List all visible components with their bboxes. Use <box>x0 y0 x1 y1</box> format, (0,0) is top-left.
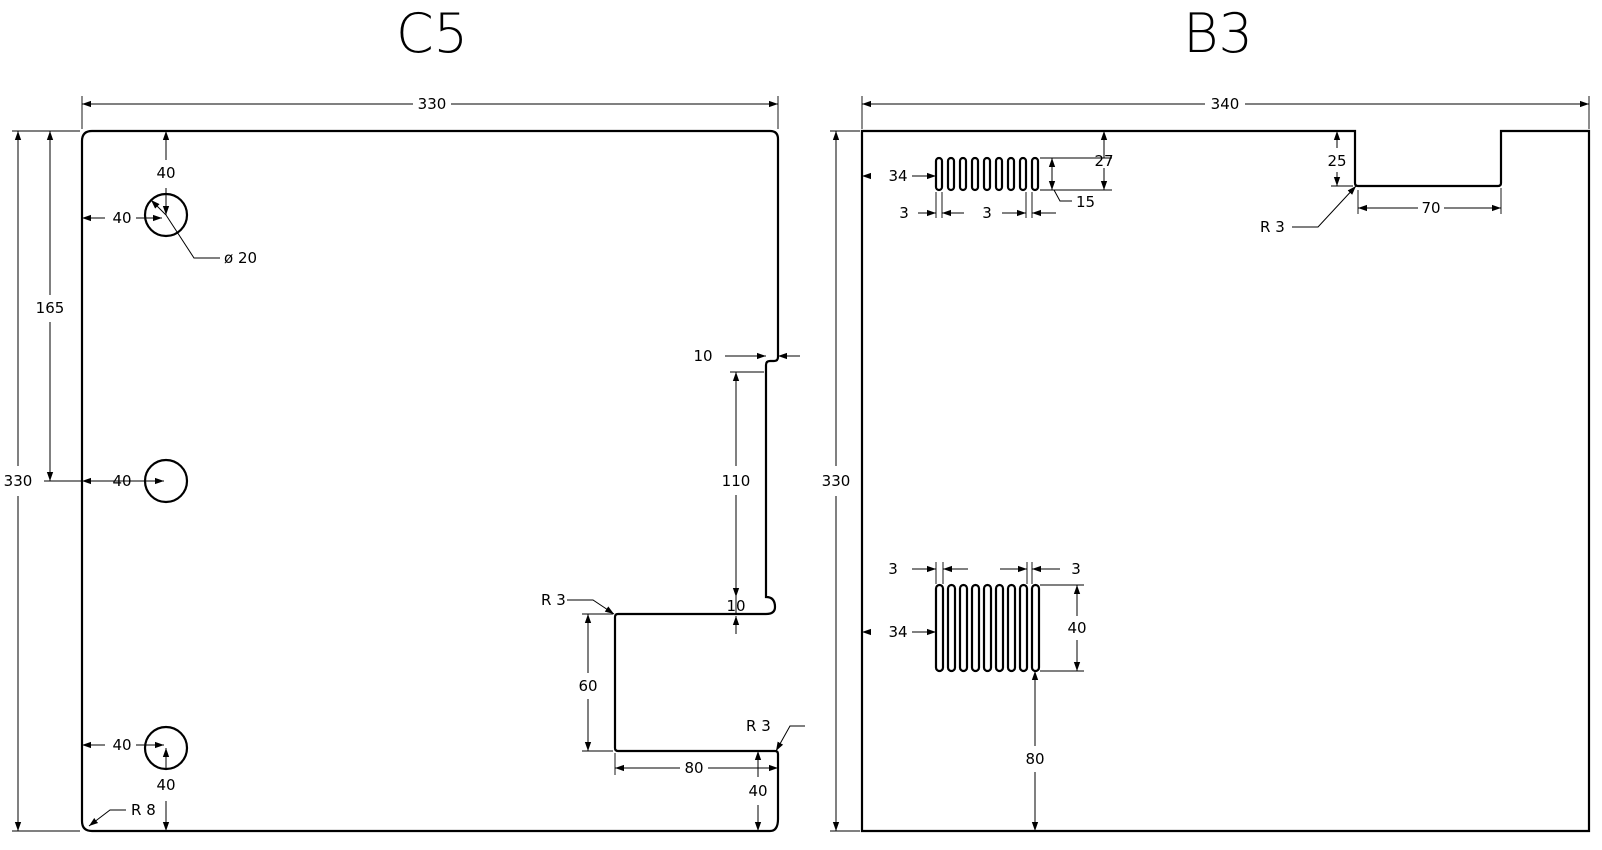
b3-dim-vent-top-x: 34 <box>888 167 907 185</box>
b3-dim-width: 340 <box>1211 95 1240 113</box>
c5-dim-corner-radius: R 8 <box>131 801 156 819</box>
c5-part-outline <box>80 129 780 833</box>
b3-dim-notch-depth: 25 <box>1327 152 1346 170</box>
c5-dim-notch-height: 60 <box>578 677 597 695</box>
b3-dim-vent-top-gap: 3 <box>982 204 992 222</box>
b3-dim-vent-bottom-slot: 3 <box>888 560 898 578</box>
c5-dim-step-height: 10 <box>726 597 745 615</box>
b3-dim-vent-bottom-len: 40 <box>1067 619 1086 637</box>
b3-part-outline <box>860 129 1591 833</box>
view-title-c5: C5 <box>396 2 468 65</box>
c5-dim-notch-radius-bottom: R 3 <box>746 717 771 735</box>
c5-dim-height: 330 <box>4 472 33 490</box>
b3-dim-notch-radius: R 3 <box>1260 218 1285 236</box>
c5-dim-bottom-hole-y: 40 <box>156 776 175 794</box>
c5-dim-hole-diameter: ø 20 <box>224 249 257 267</box>
b3-dim-vent-bottom-gap: 3 <box>1071 560 1081 578</box>
c5-dim-mid-hole-x: 40 <box>112 472 131 490</box>
c5-dim-notch-bottom: 40 <box>748 782 767 800</box>
b3-dim-height: 330 <box>822 472 851 490</box>
b3-dim-vent-bottom-y: 80 <box>1025 750 1044 768</box>
c5-dim-top-hole-x: 40 <box>112 209 131 227</box>
b3-vent-bottom <box>934 583 1041 673</box>
c5-dim-bottom-hole-x: 40 <box>112 736 131 754</box>
b3-vent-top <box>934 156 1040 192</box>
c5-dim-step-depth: 10 <box>693 347 712 365</box>
c5-dim-top-hole-y: 40 <box>156 164 175 182</box>
c5-dim-notch-width: 80 <box>684 759 703 777</box>
c5-dim-hole-offset: 165 <box>36 299 65 317</box>
b3-dim-vent-top-y: 27 <box>1094 152 1113 170</box>
c5-dim-width: 330 <box>418 95 447 113</box>
b3-dim-notch-width: 70 <box>1421 199 1440 217</box>
c5-dim-slot-length: 110 <box>722 472 751 490</box>
view-c5: C5 330 330 165 40 40 ø <box>4 2 805 833</box>
b3-dim-vent-bottom-x: 34 <box>888 623 907 641</box>
b3-dim-vent-top-slot: 3 <box>899 204 909 222</box>
c5-dim-notch-radius-top: R 3 <box>541 591 566 609</box>
view-title-b3: B3 <box>1183 2 1253 65</box>
b3-dim-vent-top-len: 15 <box>1076 193 1095 211</box>
view-b3: B3 <box>822 2 1591 833</box>
